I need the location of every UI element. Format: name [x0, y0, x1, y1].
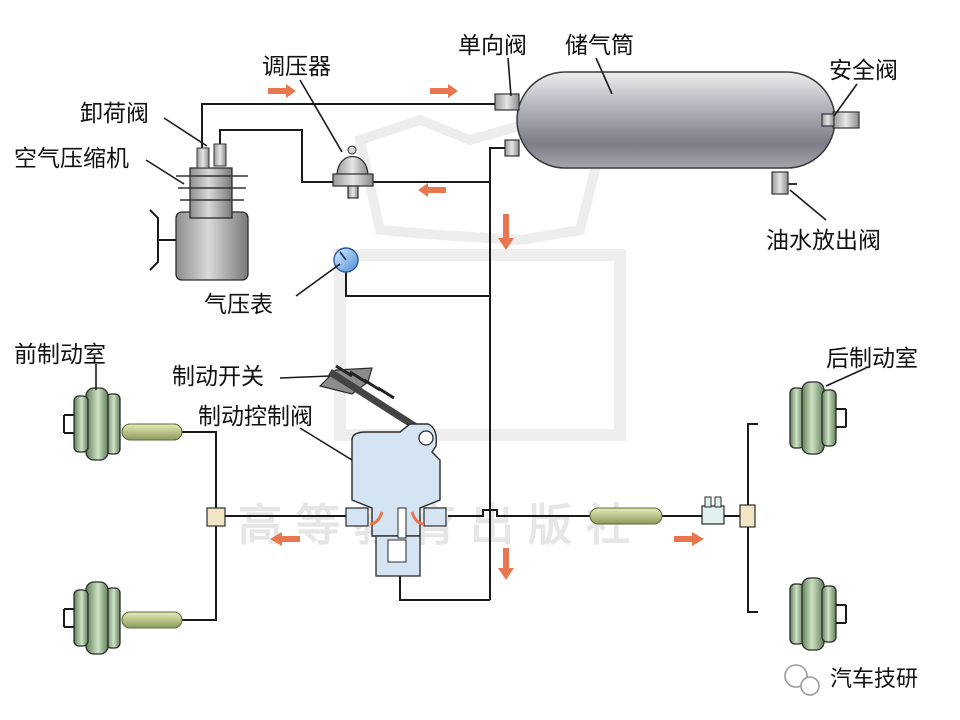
pressure-regulator-label: 调压器	[262, 54, 331, 80]
front-brake-chamber-lower	[63, 581, 121, 655]
leader-lines	[95, 57, 867, 461]
brake-control-valve-label: 制动控制阀	[198, 404, 313, 430]
front-hose-upper	[121, 423, 183, 441]
arrow-down-1	[498, 214, 514, 250]
labels: 单向阀 储气筒 安全阀 调压器 卸荷阀 空气压缩机 油水放出阀 气压表 前制动室…	[14, 33, 918, 430]
front-brake-chamber-upper	[63, 387, 121, 461]
arrow-left-2	[270, 532, 300, 546]
air-compressor-label: 空气压缩机	[14, 146, 129, 172]
brake-switch-label: 制动开关	[172, 364, 264, 390]
rear-chamber-label: 后制动室	[826, 346, 918, 372]
check-valve-label: 单向阀	[458, 33, 527, 59]
front-tee-fitting	[206, 507, 226, 527]
safety-valve-label: 安全阀	[829, 58, 898, 84]
arrow-right-2	[430, 84, 458, 98]
rear-tee-fitting	[739, 504, 756, 528]
arrow-right-3	[674, 532, 704, 546]
front-hose-lower	[121, 611, 183, 629]
rear-brake-chamber-upper	[789, 381, 847, 455]
air-compressor	[149, 143, 249, 281]
arrow-left-1	[418, 183, 446, 197]
pressure-gauge	[333, 247, 359, 273]
drain-valve-label: 油水放出阀	[766, 228, 881, 254]
front-chamber-label: 前制动室	[14, 342, 106, 368]
air-tank	[494, 71, 860, 195]
air-tank-label: 储气筒	[565, 33, 634, 59]
arrow-right-1	[268, 84, 296, 98]
brand-badge: 汽车技研	[784, 664, 918, 696]
wechat-icon	[784, 664, 808, 688]
pressure-gauge-label: 气压表	[204, 292, 273, 318]
pressure-regulator	[332, 145, 374, 199]
brand-text: 汽车技研	[830, 667, 918, 692]
flow-arrows	[268, 84, 704, 580]
unloader-valve-label: 卸荷阀	[80, 101, 149, 127]
watermark: 高等教育出版社	[238, 114, 630, 551]
arrow-down-2	[498, 548, 514, 580]
brake-control-valve	[318, 364, 447, 577]
rear-hose	[589, 507, 663, 525]
rear-brake-chamber-lower	[789, 577, 847, 651]
rear-valve-fitting	[701, 496, 725, 525]
